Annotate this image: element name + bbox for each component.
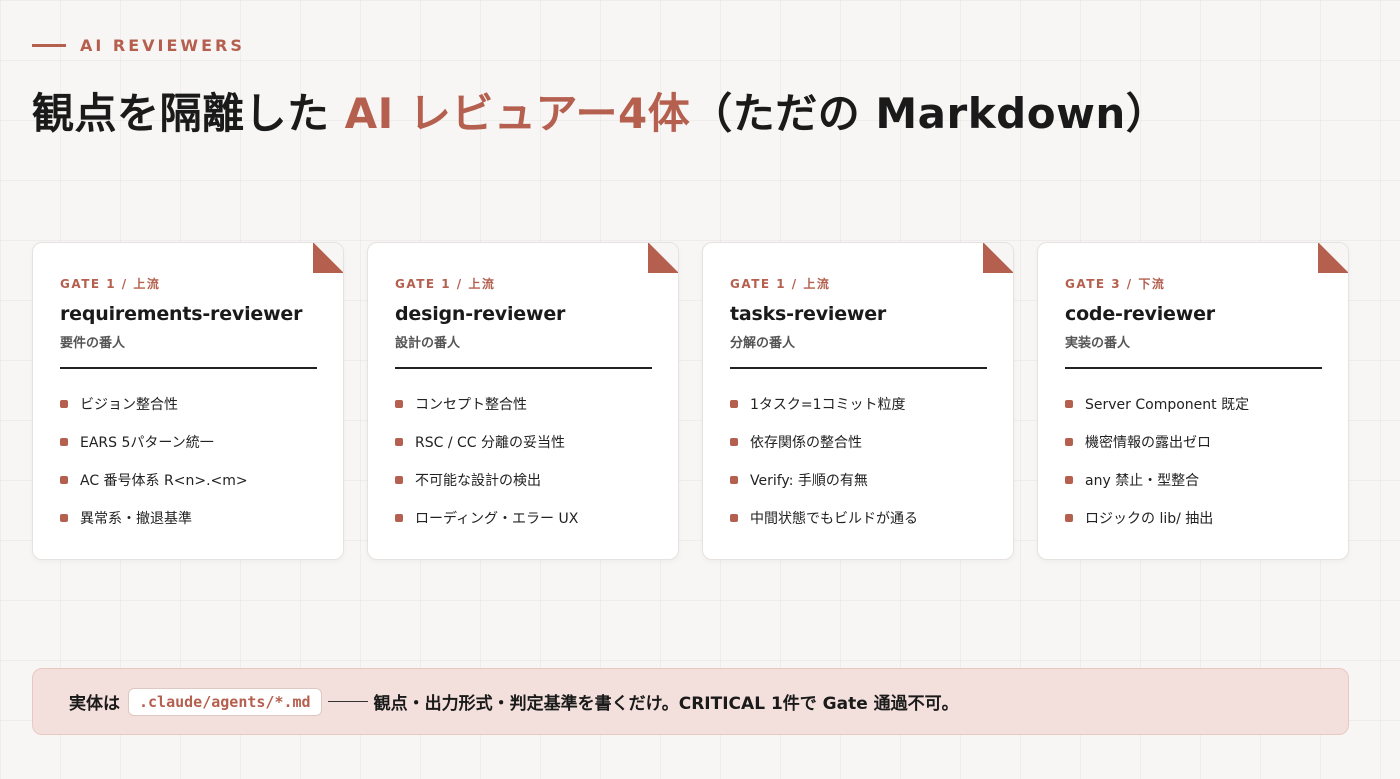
list-item-text: Verify: 手順の有無	[750, 473, 868, 489]
list-item-text: ビジョン整合性	[80, 397, 178, 413]
list-item: AC 番号体系 R<n>.<m>	[60, 469, 316, 491]
eyebrow-line	[32, 44, 66, 47]
list-item-text: EARS 5パターン統一	[80, 435, 214, 451]
agents-path-code: .claude/agents/*.md	[128, 687, 322, 716]
reviewer-name: tasks-reviewer	[730, 303, 887, 325]
list-item-text: 中間状態でもビルドが通る	[750, 511, 918, 527]
check-list: コンセプト整合性 RSC / CC 分離の妥当性 不可能な設計の検出 ローディン…	[395, 393, 651, 529]
reviewer-name: requirements-reviewer	[60, 303, 303, 325]
bullet-icon	[730, 514, 738, 522]
title-main: 観点を隔離した	[32, 89, 345, 138]
bullet-icon	[730, 400, 738, 408]
bullet-icon	[395, 476, 403, 484]
reviewer-card-code: GATE 3 / 下流 code-reviewer 実装の番人 Server C…	[1037, 242, 1349, 560]
list-item-text: 機密情報の露出ゼロ	[1085, 435, 1211, 451]
bullet-icon	[60, 400, 68, 408]
reviewer-cards: GATE 1 / 上流 requirements-reviewer 要件の番人 …	[32, 242, 1349, 560]
list-item-text: 1タスク=1コミット粒度	[750, 397, 906, 413]
banner-prefix: 実体は	[69, 694, 120, 714]
dash-separator	[327, 701, 368, 702]
bullet-icon	[1065, 400, 1073, 408]
reviewer-role: 要件の番人	[60, 336, 126, 351]
list-item-text: Server Component 既定	[1085, 397, 1250, 413]
list-item-text: ロジックの lib/ 抽出	[1085, 511, 1214, 527]
section-eyebrow: AI REVIEWERS	[32, 36, 245, 55]
eyebrow-label: AI REVIEWERS	[80, 36, 245, 55]
folded-corner-icon	[983, 243, 1013, 273]
reviewer-card-requirements: GATE 1 / 上流 requirements-reviewer 要件の番人 …	[32, 242, 344, 560]
list-item: 異常系・撤退基準	[60, 507, 316, 529]
bullet-icon	[1065, 438, 1073, 446]
list-item: ロジックの lib/ 抽出	[1065, 507, 1321, 529]
list-item-text: ローディング・エラー UX	[415, 511, 579, 527]
reviewer-role: 分解の番人	[730, 336, 796, 351]
bullet-icon	[1065, 476, 1073, 484]
summary-banner: 実体は .claude/agents/*.md 観点・出力形式・判定基準を書くだ…	[32, 668, 1349, 735]
list-item: RSC / CC 分離の妥当性	[395, 431, 651, 453]
gate-label: GATE 3 / 下流	[1065, 277, 1166, 291]
list-item-text: RSC / CC 分離の妥当性	[415, 435, 566, 451]
list-item: Server Component 既定	[1065, 393, 1321, 415]
list-item-text: 不可能な設計の検出	[415, 473, 541, 489]
folded-corner-icon	[313, 243, 343, 273]
check-list: 1タスク=1コミット粒度 依存関係の整合性 Verify: 手順の有無 中間状態…	[730, 393, 986, 529]
divider	[730, 367, 987, 369]
bullet-icon	[60, 476, 68, 484]
reviewer-name: code-reviewer	[1065, 303, 1215, 325]
bullet-icon	[60, 438, 68, 446]
reviewer-name: design-reviewer	[395, 303, 566, 325]
bullet-icon	[395, 438, 403, 446]
list-item-text: any 禁止・型整合	[1085, 473, 1200, 489]
gate-label: GATE 1 / 上流	[60, 277, 161, 291]
list-item: 機密情報の露出ゼロ	[1065, 431, 1321, 453]
list-item-text: AC 番号体系 R<n>.<m>	[80, 473, 248, 489]
gate-label: GATE 1 / 上流	[730, 277, 831, 291]
reviewer-card-design: GATE 1 / 上流 design-reviewer 設計の番人 コンセプト整…	[367, 242, 679, 560]
reviewer-role: 実装の番人	[1065, 336, 1131, 351]
divider	[60, 367, 317, 369]
title-accent: AI レビュアー4体	[344, 89, 691, 138]
banner-text: 観点・出力形式・判定基準を書くだけ。CRITICAL 1件で Gate 通過不可…	[373, 694, 959, 714]
gate-label: GATE 1 / 上流	[395, 277, 496, 291]
title-tail: （ただの Markdown）	[690, 89, 1169, 138]
bullet-icon	[730, 438, 738, 446]
list-item: any 禁止・型整合	[1065, 469, 1321, 491]
divider	[395, 367, 652, 369]
list-item-text: 依存関係の整合性	[750, 435, 862, 451]
check-list: ビジョン整合性 EARS 5パターン統一 AC 番号体系 R<n>.<m> 異常…	[60, 393, 316, 529]
list-item: EARS 5パターン統一	[60, 431, 316, 453]
reviewer-card-tasks: GATE 1 / 上流 tasks-reviewer 分解の番人 1タスク=1コ…	[702, 242, 1014, 560]
list-item-text: 異常系・撤退基準	[80, 511, 192, 527]
bullet-icon	[395, 514, 403, 522]
list-item: 依存関係の整合性	[730, 431, 986, 453]
bullet-icon	[60, 514, 68, 522]
list-item: コンセプト整合性	[395, 393, 651, 415]
list-item-text: コンセプト整合性	[415, 397, 527, 413]
check-list: Server Component 既定 機密情報の露出ゼロ any 禁止・型整合…	[1065, 393, 1321, 529]
list-item: ローディング・エラー UX	[395, 507, 651, 529]
bullet-icon	[1065, 514, 1073, 522]
bullet-icon	[730, 476, 738, 484]
list-item: 不可能な設計の検出	[395, 469, 651, 491]
folded-corner-icon	[1318, 243, 1348, 273]
divider	[1065, 367, 1322, 369]
list-item: ビジョン整合性	[60, 393, 316, 415]
page-title: 観点を隔離した AI レビュアー4体（ただの Markdown）	[32, 80, 1168, 141]
list-item: Verify: 手順の有無	[730, 469, 986, 491]
bullet-icon	[395, 400, 403, 408]
list-item: 中間状態でもビルドが通る	[730, 507, 986, 529]
list-item: 1タスク=1コミット粒度	[730, 393, 986, 415]
folded-corner-icon	[648, 243, 678, 273]
reviewer-role: 設計の番人	[395, 336, 461, 351]
